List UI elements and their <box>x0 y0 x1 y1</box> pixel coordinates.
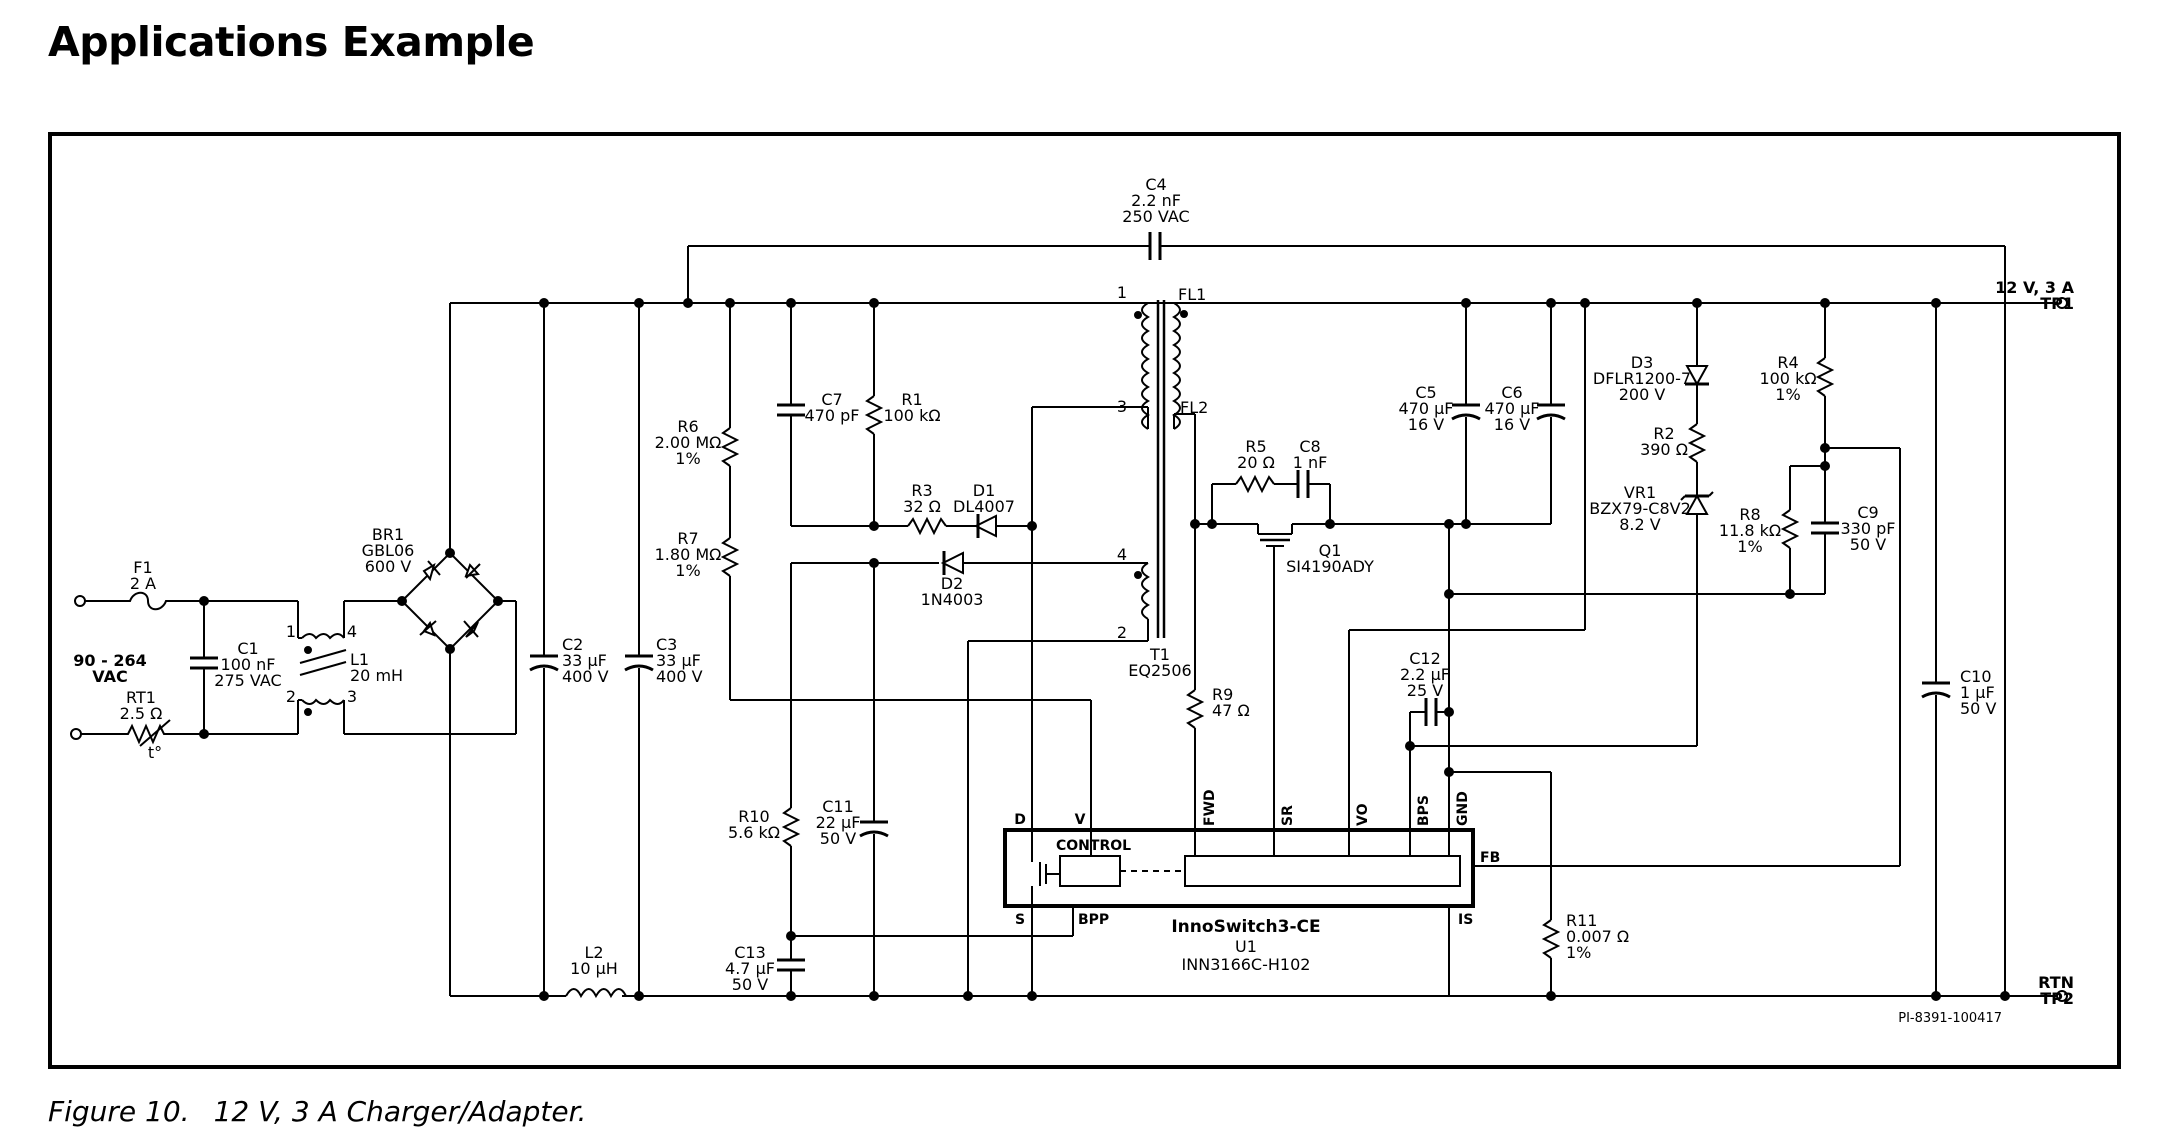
primary-clamp-and-bias <box>720 298 1138 1001</box>
label-drawing-number: PI-8391-100417 <box>1898 1011 2002 1026</box>
label-T1-fl2: FL2 <box>1180 398 1208 417</box>
ic-pin-FWD: FWD <box>1202 789 1218 826</box>
input-terminal-bottom <box>70 728 82 740</box>
label-L1-pin1: 1 <box>286 622 296 641</box>
figure-caption: Figure 10. 12 V, 3 A Charger/Adapter. <box>48 1095 586 1128</box>
label-RT1-t: t° <box>148 743 162 762</box>
ic-part: INN3166C-H102 <box>1182 955 1311 974</box>
ic-pin-D: D <box>1014 812 1026 828</box>
ic-pin-FB: FB <box>1480 850 1500 866</box>
ic-control-label: CONTROL <box>1056 838 1131 854</box>
ic-pin-BPS: BPS <box>1416 795 1432 826</box>
ic-pin-GND: GND <box>1455 791 1471 826</box>
ic-pin-VO: VO <box>1355 803 1371 826</box>
input-section <box>70 591 516 747</box>
ic-pin-IS: IS <box>1458 912 1473 928</box>
ic-pin-V: V <box>1075 812 1086 828</box>
ic-pin-S: S <box>1015 912 1025 928</box>
input-terminal-top <box>74 595 86 607</box>
label-L1-pin2: 2 <box>286 687 296 706</box>
thermistor-RT1-symbol <box>81 723 204 745</box>
transformer-T1 <box>967 300 1205 996</box>
label-L1-pin4: 4 <box>347 622 357 641</box>
ic-name: InnoSwitch3-CE <box>1171 917 1320 937</box>
ic-U1 <box>1003 828 1900 996</box>
ic-pin-BPP: BPP <box>1078 912 1109 928</box>
schematic-frame <box>48 132 2121 1069</box>
label-T1-pin1: 1 <box>1117 283 1127 302</box>
ic-pin-SR: SR <box>1280 805 1296 826</box>
y-capacitor-C4 <box>683 232 2006 996</box>
label-T1-pin2: 2 <box>1117 623 1127 642</box>
label-L1-pin3: 3 <box>347 687 357 706</box>
choke-L1-bottom-winding <box>301 698 345 705</box>
page-heading: Applications Example <box>48 18 535 66</box>
label-T1-fl1: FL1 <box>1178 285 1206 304</box>
figure-number: Figure 10. <box>48 1095 190 1128</box>
label-T1-pin4: 4 <box>1117 545 1127 564</box>
figure-caption-text: 12 V, 3 A Charger/Adapter. <box>213 1095 587 1128</box>
label-T1-pin3: 3 <box>1117 397 1127 416</box>
inductor-L2-symbol <box>565 988 627 999</box>
fuse-F1-symbol <box>85 591 204 611</box>
ic-ref: U1 <box>1235 937 1257 956</box>
choke-L1-top-winding <box>301 633 345 640</box>
bridge-rectifier-BR1 <box>397 303 517 996</box>
